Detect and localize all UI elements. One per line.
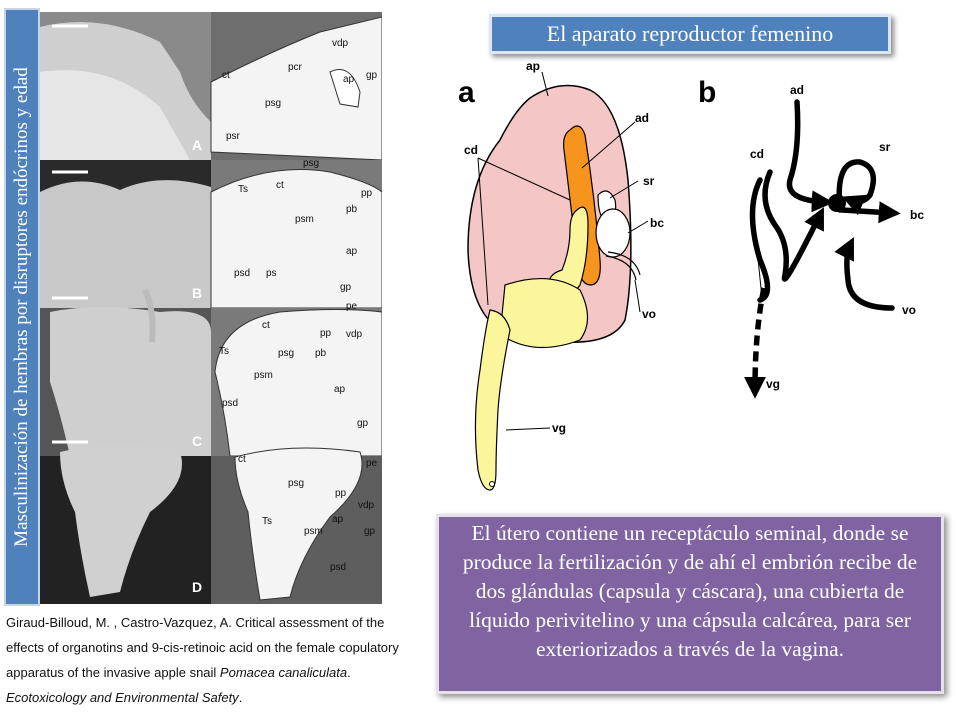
- citation-species: Pomacea canaliculata: [219, 665, 348, 680]
- label-b-sr: sr: [879, 140, 891, 154]
- label-ap: ap: [526, 59, 540, 73]
- slide-title: El aparato reproductor femenino: [546, 21, 834, 46]
- photo-b-tissue: [40, 180, 211, 308]
- drawing-a: [210, 16, 383, 161]
- label-b-ct: ct: [276, 180, 284, 191]
- label-c-psg: psg: [278, 348, 294, 359]
- label-c-pp: pp: [320, 328, 332, 339]
- oviduct-line-2: [605, 255, 637, 281]
- citation-journal: Ecotoxicology and Environmental Safety: [6, 690, 239, 705]
- label-c-vdp: vdp: [346, 329, 363, 340]
- label-b-psd: psd: [234, 268, 250, 279]
- label-d-pe: pe: [366, 458, 378, 469]
- label-sr: sr: [643, 174, 655, 188]
- label-cd: cd: [464, 143, 478, 157]
- vagina-dashed-path: [744, 287, 767, 399]
- side-title: Masculinización de hembras por disruptor…: [11, 67, 32, 547]
- label-vg: vg: [552, 421, 566, 435]
- label-c-psd: psd: [222, 398, 238, 409]
- vagina-body-shape: [496, 277, 589, 349]
- label-vo: vo: [642, 307, 656, 321]
- label-b-psm: psm: [295, 214, 314, 225]
- panel-b-letter: b: [698, 76, 716, 109]
- label-a-pcr: pcr: [288, 62, 303, 73]
- photo-c-duct: [142, 288, 156, 343]
- photo-panel: A B C D vdp pcr ct psg ap gp psr psg Ts …: [40, 12, 383, 604]
- label-a-vdp: vdp: [332, 38, 349, 49]
- label-b-gp: gp: [340, 282, 352, 293]
- fertilization-point: [828, 194, 846, 212]
- side-title-banner: Masculinización de hembras por disruptor…: [4, 8, 40, 606]
- photo-letter-a: A: [192, 137, 202, 153]
- label-b-ad: ad: [790, 83, 804, 97]
- label-d-gp: gp: [364, 526, 376, 537]
- label-b-ts: Ts: [238, 184, 248, 195]
- vagina-tube-shape: [474, 309, 511, 491]
- label-bc: bc: [650, 216, 664, 230]
- label-ad: ad: [635, 111, 649, 125]
- photo-letter-d: D: [192, 579, 202, 595]
- label-d-ap: ap: [332, 514, 344, 525]
- photo-d-tissue: [60, 444, 182, 597]
- label-b-ap: ap: [346, 246, 358, 257]
- slide-title-box: El aparato reproductor femenino: [489, 14, 891, 54]
- label-b-vo: vo: [902, 303, 916, 317]
- label-d-psd: psd: [330, 562, 346, 573]
- label-b-pp: pp: [361, 188, 373, 199]
- label-a-psr: psr: [226, 131, 241, 142]
- photo-c-tissue: [50, 307, 211, 456]
- photo-figure: A B C D vdp pcr ct psg ap gp psr psg Ts …: [40, 12, 383, 604]
- citation-end: .: [238, 690, 243, 705]
- label-a-gp: gp: [366, 70, 378, 81]
- label-b-ps: ps: [266, 268, 277, 279]
- photo-letter-c: C: [192, 433, 202, 449]
- photo-a-tissue-light: [40, 70, 190, 160]
- label-d-ts: Ts: [262, 516, 272, 527]
- reproductive-schematic: a ap ad cd sr bc vo vg b: [458, 59, 924, 491]
- citation-sep: .: [347, 665, 351, 680]
- label-b-cd: cd: [750, 147, 764, 161]
- label-c-ts: Ts: [219, 346, 229, 357]
- label-c-gp: gp: [357, 418, 369, 429]
- label-c-pb: pb: [315, 348, 327, 359]
- bursa-shape: [595, 208, 631, 258]
- oviduct-line-1: [607, 251, 641, 276]
- cd-leader-line: [751, 199, 763, 299]
- label-d-ct: ct: [238, 454, 246, 465]
- label-c-pe: pe: [346, 301, 358, 312]
- citation-authors: Giraud-Billoud, M. , Castro-Vazquez, A. …: [6, 615, 399, 680]
- label-b-bc: bc: [910, 208, 924, 222]
- label-d-vdp: vdp: [358, 500, 375, 511]
- panel-b-flow: [749, 99, 901, 311]
- panel-a-letter: a: [458, 76, 475, 109]
- panel-a-leader-lines: [477, 71, 649, 431]
- albumen-gland-shape: [563, 125, 601, 286]
- citation: Giraud-Billoud, M. , Castro-Vazquez, A. …: [6, 610, 406, 710]
- description-text: El útero contiene un receptáculo seminal…: [462, 521, 918, 661]
- label-b-pb: pb: [346, 204, 358, 215]
- photo-letter-b: B: [192, 285, 202, 301]
- label-c-ap: ap: [334, 384, 346, 395]
- vaginal-opening: [489, 481, 495, 487]
- label-b-psg: psg: [303, 158, 319, 169]
- label-c-psm: psm: [254, 370, 273, 381]
- label-d-pp: pp: [335, 488, 347, 499]
- drawing-c: [214, 309, 383, 457]
- drawing-a-lobe: [329, 69, 361, 108]
- label-b-vg: vg: [766, 377, 780, 391]
- drawing-b: [210, 169, 383, 309]
- label-d-psg: psg: [288, 478, 304, 489]
- drawing-d: [234, 447, 363, 601]
- label-a-ap: ap: [343, 74, 355, 85]
- label-d-psm: psm: [304, 526, 323, 537]
- description-box: El útero contiene un receptáculo seminal…: [436, 514, 944, 694]
- label-a-psg: psg: [265, 98, 281, 109]
- label-a-ct: ct: [222, 70, 230, 81]
- label-c-ct: ct: [262, 320, 270, 331]
